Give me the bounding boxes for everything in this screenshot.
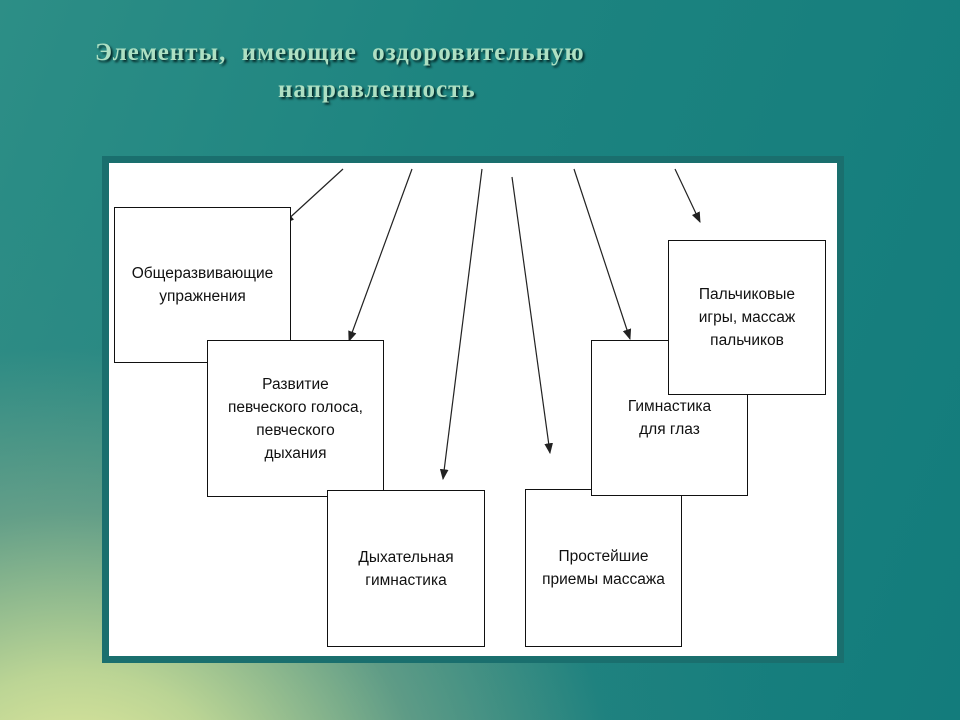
arrow-general: [283, 168, 344, 224]
arrow-eyes: [573, 168, 632, 341]
slide-title-line-1: Элементы, имеющие оздоровительную: [95, 39, 585, 66]
node-voice-development: Развитие певческого голоса, певческого д…: [207, 340, 384, 497]
arrow-voice: [348, 168, 413, 343]
diagram-canvas: Общеразвивающие упражнения Развитие певч…: [109, 163, 837, 656]
diagram-arrows: [283, 168, 701, 481]
node-simple-massage: Простейшие приемы массажа: [525, 489, 682, 647]
arrow-breathing: [439, 168, 483, 481]
slide-title: Элементы, имеющие оздоровительную направ…: [95, 34, 585, 108]
diagram-panel: Общеразвивающие упражнения Развитие певч…: [102, 156, 844, 663]
node-finger-games: Пальчиковые игры, массаж пальчиков: [668, 240, 826, 395]
arrow-massage: [511, 176, 553, 455]
node-breathing-gymnastics: Дыхательная гимнастика: [327, 490, 485, 647]
slide-title-line-2: направленность: [278, 76, 476, 103]
node-general-exercises: Общеразвивающие упражнения: [114, 207, 291, 363]
arrow-finger: [674, 168, 701, 223]
